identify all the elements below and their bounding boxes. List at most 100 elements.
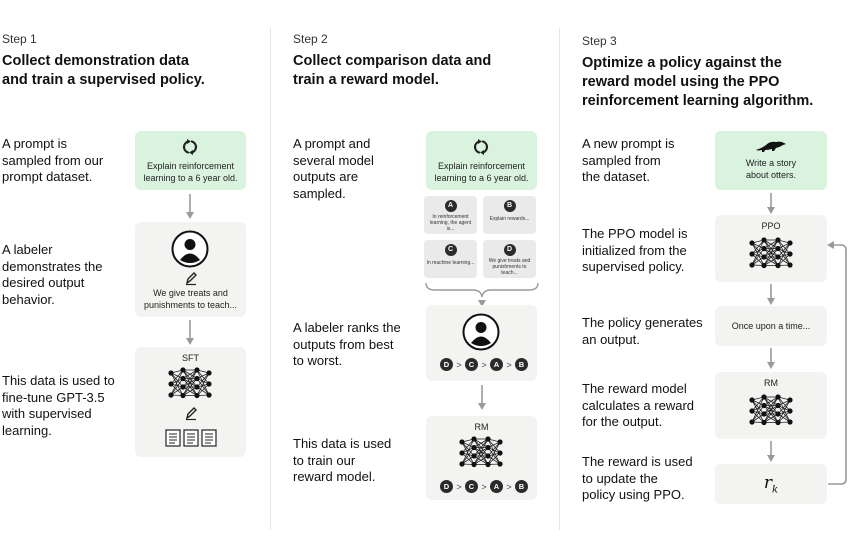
network-node xyxy=(206,392,212,398)
network-node xyxy=(775,262,781,269)
arrow-down xyxy=(767,441,775,462)
neural-network-icon xyxy=(459,436,503,468)
network-node xyxy=(775,411,781,417)
pencil-icon xyxy=(185,407,197,421)
step-1-title: Collect demonstration data and train a s… xyxy=(2,53,205,88)
arrow-down xyxy=(767,193,775,214)
network-node xyxy=(787,251,793,257)
network-node xyxy=(787,408,793,414)
sft-label: SFT xyxy=(182,353,199,363)
network-node xyxy=(749,251,755,257)
step-2-label: Step 2 xyxy=(293,32,328,46)
ranking-row: D > C > A > B xyxy=(440,358,528,371)
network-node xyxy=(761,394,767,400)
step-1-label: Step 1 xyxy=(2,32,37,46)
step-3-desc-prompt: A new prompt is sampled from the dataset… xyxy=(582,136,675,184)
step-2-title: Collect comparison data and train a rewa… xyxy=(293,53,492,88)
step-2-rm-box: RM D > C > A > B xyxy=(426,416,537,500)
step-3-prompt-box: Write a story about otters. xyxy=(715,131,827,190)
step-1-sft-box: SFT xyxy=(135,347,246,457)
network-node xyxy=(761,419,767,426)
network-node xyxy=(180,367,186,373)
rank-separator: > xyxy=(506,359,512,370)
rank-c: C xyxy=(465,358,478,371)
step-3-label: Step 3 xyxy=(582,34,617,48)
step-1-prompt-box: Explain reinforcement learning to a 6 ye… xyxy=(135,131,246,190)
network-node xyxy=(749,408,755,414)
step-3-ppo-box: PPO xyxy=(715,215,827,282)
network-node xyxy=(497,450,503,456)
ranking-row: D > C > A > B xyxy=(440,480,528,493)
output-badge: B xyxy=(503,200,516,212)
output-text: Once upon a time... xyxy=(731,321,811,331)
network-node xyxy=(194,392,200,399)
network-node xyxy=(485,436,491,442)
network-node xyxy=(206,370,212,376)
document-icon xyxy=(201,429,217,447)
network-node xyxy=(761,262,767,269)
arrow-down xyxy=(186,194,194,219)
network-node xyxy=(787,397,793,403)
output-card-c: C In machine learning... xyxy=(424,240,477,278)
network-node xyxy=(775,245,781,252)
output-text: In reinforcement learning, the agent is.… xyxy=(429,214,472,232)
network-node xyxy=(459,450,465,456)
brace-connector xyxy=(425,282,539,298)
user-avatar-icon xyxy=(462,313,500,351)
arrow-down xyxy=(767,348,775,369)
network-node xyxy=(497,439,503,445)
recycle-icon xyxy=(182,139,198,155)
rank-b: B xyxy=(515,358,528,371)
arrow-down xyxy=(186,320,194,345)
otter-icon xyxy=(756,141,786,152)
step-2-desc-sampled: A prompt and several model outputs are s… xyxy=(293,136,374,201)
network-node xyxy=(180,384,186,390)
network-node xyxy=(749,397,755,403)
rank-separator: > xyxy=(481,359,487,370)
rm-label: RM xyxy=(764,378,778,388)
step-3-rm-box: RM xyxy=(715,372,827,439)
rank-d: D xyxy=(440,358,453,371)
network-node xyxy=(206,381,212,387)
step-3-prompt-text: Write a story about otters. xyxy=(745,158,797,180)
step-3-desc-ppo: The PPO model is initialized from the su… xyxy=(582,226,688,274)
network-node xyxy=(459,439,465,445)
step-2-desc-ranks: A labeler ranks the outputs from best to… xyxy=(293,320,401,368)
network-node xyxy=(761,237,767,243)
rank-separator: > xyxy=(481,481,487,492)
step-3-desc-reward: The reward model calculates a reward for… xyxy=(582,381,694,429)
step-1-demonstration-box: We give treats and punishments to teach.… xyxy=(135,222,246,317)
network-node xyxy=(471,461,477,468)
document-icon xyxy=(183,429,199,447)
network-node xyxy=(761,254,767,260)
network-node xyxy=(749,240,755,246)
network-node xyxy=(459,461,465,467)
step-3-reward-box: rk xyxy=(715,464,827,504)
network-node xyxy=(194,375,200,382)
rank-separator: > xyxy=(456,481,462,492)
rank-a: A xyxy=(490,480,503,493)
network-node xyxy=(485,461,491,468)
network-node xyxy=(497,461,503,467)
rank-c: C xyxy=(465,480,478,493)
network-node xyxy=(787,240,793,246)
step-divider-1 xyxy=(270,28,271,530)
network-node xyxy=(168,381,174,387)
network-node xyxy=(168,392,174,398)
neural-network-icon xyxy=(749,237,793,269)
ppo-label: PPO xyxy=(761,221,781,231)
user-avatar-icon xyxy=(171,230,209,268)
network-node xyxy=(180,392,186,399)
neural-network-icon xyxy=(749,394,793,426)
step-2-prompt-text: Explain reinforcement learning to a 6 ye… xyxy=(434,161,529,183)
rank-d: D xyxy=(440,480,453,493)
network-node xyxy=(749,419,755,425)
step-3-title: Optimize a policy against the reward mod… xyxy=(582,55,814,109)
feedback-loop-arrow xyxy=(827,241,847,485)
neural-network-icon xyxy=(168,367,212,399)
step-2-ranking-box: D > C > A > B xyxy=(426,305,537,381)
step-1-desc-labeler: A labeler demonstrates the desired outpu… xyxy=(2,242,103,307)
rank-separator: > xyxy=(506,481,512,492)
output-card-a: A In reinforcement learning, the agent i… xyxy=(424,196,477,234)
network-node xyxy=(168,370,174,376)
